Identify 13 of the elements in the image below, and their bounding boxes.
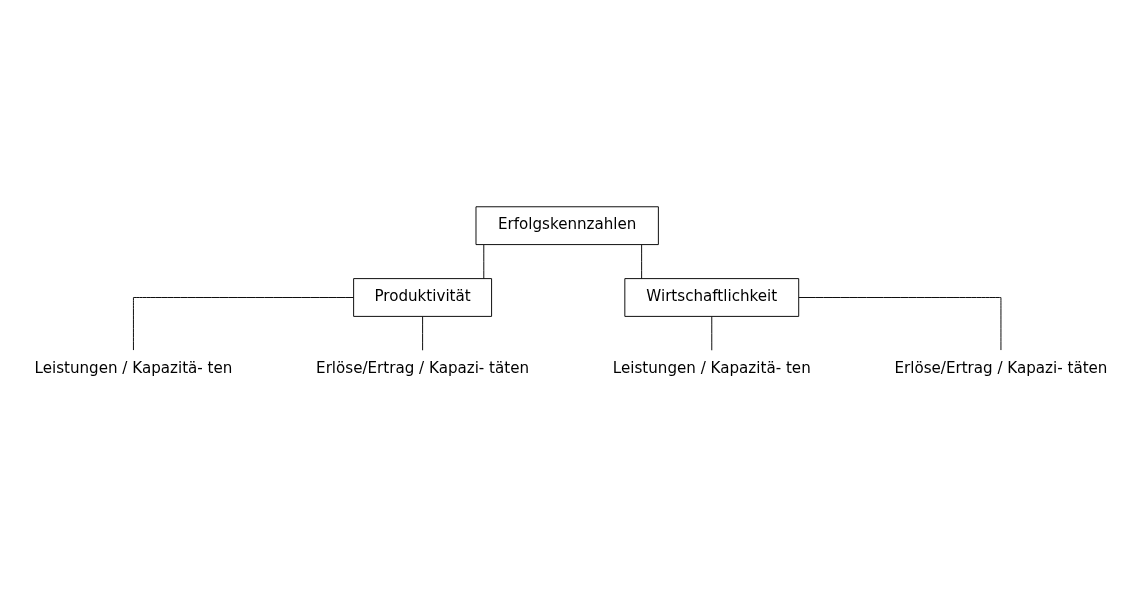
- node-box: Erfolgskennzahlen: [475, 205, 659, 245]
- connector: [641, 243, 643, 279]
- node-text: Leistungen / Kapazitä- ten: [34, 358, 233, 377]
- connector: [711, 315, 713, 351]
- connector: [483, 243, 485, 279]
- node-text: Erlöse/Ertrag / Kapazi- täten: [894, 358, 1108, 377]
- connector: [798, 296, 1002, 351]
- node-box: Wirtschaftlichkeit: [624, 277, 800, 317]
- connector: [422, 315, 424, 351]
- connector: [132, 296, 354, 351]
- node-text: Leistungen / Kapazitä- ten: [612, 358, 811, 377]
- node-box: Produktivität: [353, 277, 493, 317]
- node-text: Erlöse/Ertrag / Kapazi- täten: [316, 358, 530, 377]
